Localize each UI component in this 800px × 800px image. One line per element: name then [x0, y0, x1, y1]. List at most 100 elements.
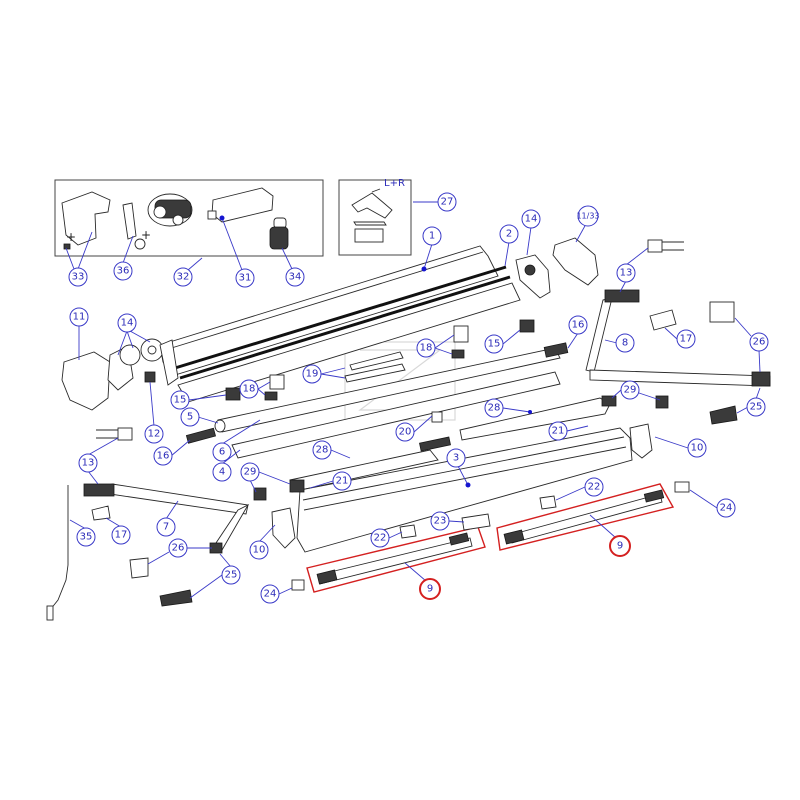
- front-cover-profile: [159, 245, 521, 403]
- callout-8[interactable]: 8: [615, 333, 635, 353]
- callout-13[interactable]: 13: [616, 263, 636, 283]
- svg-text:22: 22: [374, 533, 387, 544]
- svg-text:32: 32: [177, 272, 190, 283]
- svg-text:29: 29: [624, 385, 637, 396]
- svg-text:12: 12: [148, 429, 161, 440]
- callout-25[interactable]: 25: [746, 397, 766, 417]
- svg-text:15: 15: [174, 395, 187, 406]
- svg-text:2: 2: [506, 229, 512, 240]
- callout-17[interactable]: 17: [676, 329, 696, 349]
- svg-text:28: 28: [316, 445, 329, 456]
- callout-18[interactable]: 18: [416, 338, 436, 358]
- callout-36[interactable]: 36: [113, 261, 133, 281]
- svg-text:11: 11: [73, 312, 86, 323]
- lr-annotation: L+R: [384, 178, 405, 189]
- callout-21[interactable]: 21: [548, 421, 568, 441]
- svg-text:17: 17: [680, 334, 693, 345]
- callout-4[interactable]: 4: [212, 462, 232, 482]
- callout-29[interactable]: 29: [240, 462, 260, 482]
- svg-text:11/33: 11/33: [576, 212, 599, 221]
- svg-text:22: 22: [588, 482, 601, 493]
- callout-3[interactable]: 3: [446, 448, 466, 468]
- callout-16[interactable]: 16: [153, 446, 173, 466]
- svg-text:27: 27: [441, 197, 454, 208]
- callout-17[interactable]: 17: [111, 525, 131, 545]
- svg-text:5: 5: [187, 412, 193, 423]
- callout-18[interactable]: 18: [239, 379, 259, 399]
- callout-29[interactable]: 29: [620, 380, 640, 400]
- svg-text:16: 16: [157, 451, 170, 462]
- callout-26[interactable]: 26: [749, 332, 769, 352]
- callout-10[interactable]: 10: [249, 540, 269, 560]
- callout-25[interactable]: 25: [221, 565, 241, 585]
- hinge-parts: [225, 319, 617, 501]
- callout-35[interactable]: 35: [76, 527, 96, 547]
- svg-text:17: 17: [115, 530, 128, 541]
- callout-21[interactable]: 21: [332, 471, 352, 491]
- callout-33[interactable]: 33: [68, 267, 88, 287]
- left-end-cap: [61, 338, 179, 411]
- callout-16[interactable]: 16: [568, 315, 588, 335]
- callout-7[interactable]: 7: [156, 517, 176, 537]
- end-cap-10-part: [271, 507, 296, 549]
- callout-24[interactable]: 24: [260, 584, 280, 604]
- callout-20[interactable]: 20: [395, 422, 415, 442]
- callout-14[interactable]: 14: [521, 209, 541, 229]
- svg-text:25: 25: [225, 570, 238, 581]
- svg-text:19: 19: [306, 369, 319, 380]
- plus-sign: +: [66, 230, 76, 244]
- callout-1[interactable]: 1: [422, 226, 442, 246]
- left-arm: [83, 483, 250, 607]
- svg-text:34: 34: [289, 272, 302, 283]
- svg-text:10: 10: [253, 545, 266, 556]
- callout-24[interactable]: 24: [716, 498, 736, 518]
- callout-27[interactable]: 27: [437, 192, 457, 212]
- bracket-part: [122, 202, 137, 240]
- crank-handle: [46, 485, 69, 621]
- callout-22[interactable]: 22: [370, 528, 390, 548]
- callout-10[interactable]: 10: [687, 438, 707, 458]
- highlight-frame-right: [496, 483, 675, 551]
- callout-2[interactable]: 2: [499, 224, 519, 244]
- svg-text:24: 24: [264, 589, 277, 600]
- callout-26[interactable]: 26: [168, 538, 188, 558]
- svg-text:1: 1: [429, 231, 435, 242]
- callout-34[interactable]: 34: [285, 267, 305, 287]
- callout-32[interactable]: 32: [173, 267, 193, 287]
- svg-text:25: 25: [750, 402, 763, 413]
- svg-text:29: 29: [244, 467, 257, 478]
- lead-rail-upper: [459, 397, 611, 441]
- callout-5[interactable]: 5: [180, 407, 200, 427]
- svg-text:9: 9: [427, 584, 433, 595]
- svg-text:18: 18: [243, 384, 256, 395]
- callout-11-33[interactable]: 11/33: [576, 205, 600, 227]
- callout-11[interactable]: 11: [69, 307, 89, 327]
- callout-19[interactable]: 19: [302, 364, 322, 384]
- callout-9-highlighted[interactable]: 9: [419, 578, 441, 600]
- callout-31[interactable]: 31: [235, 268, 255, 288]
- right-end-cap: [515, 237, 599, 299]
- callout-14[interactable]: 14: [117, 313, 137, 333]
- callout-12[interactable]: 12: [144, 424, 164, 444]
- callout-15[interactable]: 15: [484, 334, 504, 354]
- svg-text:14: 14: [121, 318, 134, 329]
- callout-9-highlighted[interactable]: 9: [609, 535, 631, 557]
- callout-13[interactable]: 13: [78, 453, 98, 473]
- svg-text:35: 35: [80, 532, 93, 543]
- svg-text:14: 14: [525, 214, 538, 225]
- svg-text:23: 23: [434, 516, 447, 527]
- callout-23[interactable]: 23: [430, 511, 450, 531]
- callout-6[interactable]: 6: [212, 442, 232, 462]
- callout-15[interactable]: 15: [170, 390, 190, 410]
- svg-text:13: 13: [82, 458, 95, 469]
- callout-22[interactable]: 22: [584, 477, 604, 497]
- callout-28[interactable]: 28: [484, 398, 504, 418]
- motor-kit-box: + +: [54, 179, 324, 257]
- callout-28[interactable]: 28: [312, 440, 332, 460]
- svg-text:24: 24: [720, 503, 733, 514]
- svg-text:7: 7: [163, 522, 169, 533]
- svg-text:6: 6: [219, 447, 225, 458]
- svg-text:33: 33: [72, 272, 85, 283]
- svg-text:31: 31: [239, 273, 252, 284]
- svg-text:20: 20: [399, 427, 412, 438]
